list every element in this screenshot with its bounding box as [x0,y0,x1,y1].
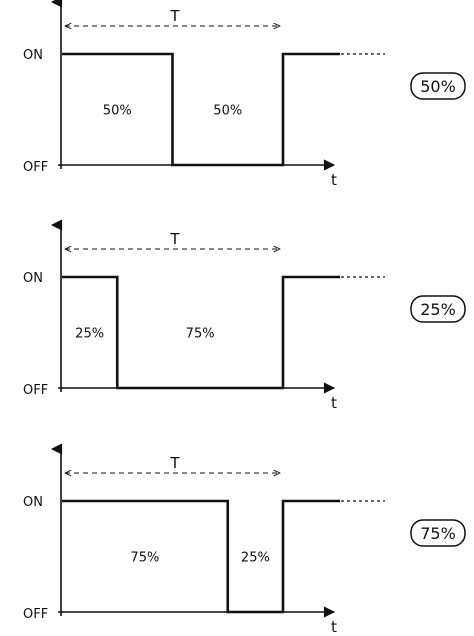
panel-1-off-time-percent: 50% [213,104,242,119]
panel-1-duty-badge [410,72,466,100]
panel-3-time-label: t [331,618,337,636]
panel-2-duty-badge [410,295,466,323]
panel-2-duty-badge-text: 25% [420,300,456,319]
panel-2-pwm-waveform [62,275,340,390]
panel-3-off-time-percent: 25% [241,551,270,566]
panel-2-on-time-percent: 25% [75,327,104,342]
panel-3-duty-badge [410,519,466,547]
panel-3-on-label: ON [23,495,43,510]
panel-2-time-label: t [331,394,337,412]
panel-2-off-time-percent: 75% [186,327,215,342]
panel-1-duty-badge-text: 50% [420,77,456,96]
panel-3-on-time-percent: 75% [130,551,159,566]
panel-1-time-label: t [331,171,337,189]
panel-1-on-label: ON [23,48,43,63]
panel-1-pwm-waveform [62,52,340,167]
panel-1-on-time-percent: 50% [103,104,132,119]
panel-3-off-label: OFF [23,607,48,622]
panel-3-period-label: T [169,454,180,472]
panel-3-duty-badge-text: 75% [420,524,456,543]
panel-2-period-label: T [169,230,180,248]
panel-3-pwm-waveform [62,499,340,614]
panel-1-period-label: T [169,7,180,25]
panel-2-off-label: OFF [23,383,48,398]
panel-1-off-label: OFF [23,160,48,175]
panel-2-on-label: ON [23,271,43,286]
